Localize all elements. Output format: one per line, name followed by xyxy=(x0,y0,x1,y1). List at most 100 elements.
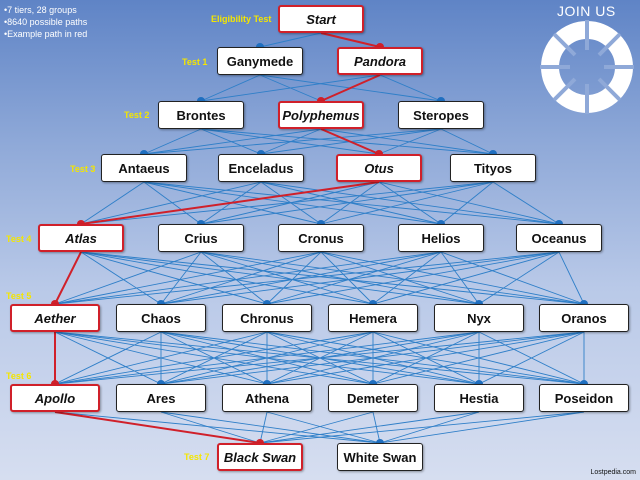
edge-apollo-to-black-swan xyxy=(54,411,261,444)
edge-brontes-to-antaeus xyxy=(143,128,202,155)
edge-oceanus-to-hemera xyxy=(372,251,560,305)
node-tityos: Tityos xyxy=(450,154,536,182)
credit-label: Lostpedia.com xyxy=(590,469,636,476)
edge-oranos-to-apollo xyxy=(54,331,585,385)
edge-nyx-to-apollo xyxy=(54,331,480,385)
edge-cronus-to-chronus xyxy=(266,251,322,305)
note-example: Example path in red xyxy=(4,28,87,40)
edge-crius-to-nyx xyxy=(200,251,480,305)
edge-brontes-to-tityos xyxy=(200,128,494,155)
edge-ganymede-to-brontes xyxy=(200,74,261,102)
edge-crius-to-chronus xyxy=(200,251,268,305)
edge-demeter-to-black-swan xyxy=(259,411,374,444)
tier-label-5: Test 5 xyxy=(6,291,32,301)
node-oranos: Oranos xyxy=(539,304,629,332)
edge-oceanus-to-aether xyxy=(54,251,560,305)
note-paths: 8640 possible paths xyxy=(4,16,87,28)
node-ganymede: Ganymede xyxy=(217,47,303,75)
edge-crius-to-hemera xyxy=(200,251,374,305)
edge-enceladus-to-atlas xyxy=(80,181,262,225)
join-us-label: JOIN US xyxy=(557,3,616,19)
edge-steropes-to-antaeus xyxy=(143,128,442,155)
edge-hestia-to-white-swan xyxy=(379,411,480,444)
edge-otus-to-atlas xyxy=(80,181,380,225)
edge-crius-to-chaos xyxy=(160,251,202,305)
edge-oceanus-to-chaos xyxy=(160,251,560,305)
edge-demeter-to-white-swan xyxy=(372,411,381,444)
edge-oranos-to-athena xyxy=(266,331,585,385)
edge-enceladus-to-helios xyxy=(260,181,442,225)
edge-tityos-to-cronus xyxy=(320,181,494,225)
notes-list: 7 tiers, 28 groups 8640 possible paths E… xyxy=(4,4,87,40)
edge-ares-to-black-swan xyxy=(160,411,261,444)
edge-pandora-to-brontes xyxy=(200,74,381,102)
edge-cronus-to-aether xyxy=(54,251,322,305)
node-start: Start xyxy=(278,5,364,33)
edge-start-to-pandora xyxy=(320,32,381,48)
edge-apollo-to-white-swan xyxy=(54,411,381,444)
edge-helios-to-nyx xyxy=(440,251,480,305)
edge-pandora-to-polyphemus xyxy=(320,74,381,102)
edge-polyphemus-to-antaeus xyxy=(143,128,322,155)
edge-oranos-to-demeter xyxy=(372,331,585,385)
edge-steropes-to-otus xyxy=(378,128,442,155)
edge-start-to-ganymede xyxy=(259,32,322,48)
tier-label-1: Test 1 xyxy=(182,57,208,67)
edge-cronus-to-chaos xyxy=(160,251,322,305)
edge-chronus-to-apollo xyxy=(54,331,268,385)
node-chronus: Chronus xyxy=(222,304,312,332)
edge-atlas-to-nyx xyxy=(80,251,480,305)
edge-poseidon-to-black-swan xyxy=(259,411,585,444)
node-demeter: Demeter xyxy=(328,384,418,412)
edge-crius-to-aether xyxy=(54,251,202,305)
edge-oranos-to-hestia xyxy=(478,331,585,385)
node-aether: Aether xyxy=(10,304,100,332)
edge-polyphemus-to-otus xyxy=(320,128,380,155)
edge-oceanus-to-chronus xyxy=(266,251,560,305)
edge-cronus-to-oranos xyxy=(320,251,585,305)
edge-otus-to-oceanus xyxy=(378,181,560,225)
node-brontes: Brontes xyxy=(158,101,244,129)
edge-athena-to-white-swan xyxy=(266,411,381,444)
edge-otus-to-helios xyxy=(378,181,442,225)
edge-atlas-to-chaos xyxy=(80,251,162,305)
edge-atlas-to-aether xyxy=(54,251,82,305)
dharma-logo-icon xyxy=(540,20,634,114)
node-crius: Crius xyxy=(158,224,244,252)
note-tiers: 7 tiers, 28 groups xyxy=(4,4,87,16)
node-enceladus: Enceladus xyxy=(218,154,304,182)
edge-chaos-to-apollo xyxy=(54,331,162,385)
edge-helios-to-chronus xyxy=(266,251,442,305)
tier-label-0: Eligibility Test xyxy=(211,14,272,24)
node-hemera: Hemera xyxy=(328,304,418,332)
node-otus: Otus xyxy=(336,154,422,182)
tier-label-2: Test 2 xyxy=(124,110,150,120)
edge-atlas-to-hemera xyxy=(80,251,374,305)
edge-atlas-to-chronus xyxy=(80,251,268,305)
edge-tityos-to-atlas xyxy=(80,181,494,225)
node-athena: Athena xyxy=(222,384,312,412)
edge-helios-to-aether xyxy=(54,251,442,305)
node-helios: Helios xyxy=(398,224,484,252)
node-antaeus: Antaeus xyxy=(101,154,187,182)
edge-tityos-to-oceanus xyxy=(492,181,560,225)
node-atlas: Atlas xyxy=(38,224,124,252)
edge-cronus-to-hemera xyxy=(320,251,374,305)
edge-polyphemus-to-tityos xyxy=(320,128,494,155)
edge-steropes-to-tityos xyxy=(440,128,494,155)
edge-helios-to-oranos xyxy=(440,251,585,305)
edge-oranos-to-ares xyxy=(160,331,585,385)
node-steropes: Steropes xyxy=(398,101,484,129)
tier-label-7: Test 7 xyxy=(184,452,210,462)
edge-helios-to-hemera xyxy=(372,251,442,305)
edge-tityos-to-helios xyxy=(440,181,494,225)
edge-antaeus-to-atlas xyxy=(80,181,145,225)
edge-poseidon-to-white-swan xyxy=(379,411,585,444)
node-cronus: Cronus xyxy=(278,224,364,252)
edge-antaeus-to-helios xyxy=(143,181,442,225)
edge-athena-to-black-swan xyxy=(259,411,268,444)
node-ares: Ares xyxy=(116,384,206,412)
edge-crius-to-oranos xyxy=(200,251,585,305)
edge-helios-to-chaos xyxy=(160,251,442,305)
